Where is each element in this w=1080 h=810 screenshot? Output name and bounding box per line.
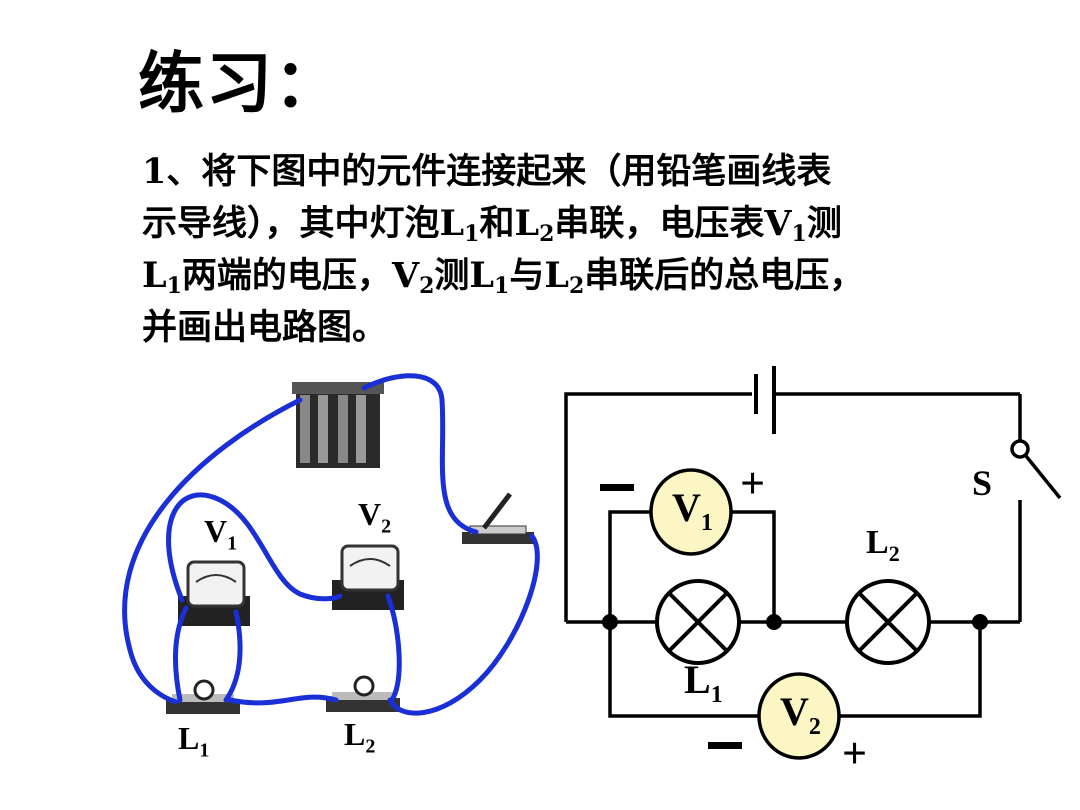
l-label: L (469, 255, 495, 296)
text3a: 两端的电压， (181, 255, 392, 296)
problem-number: 1 (142, 151, 167, 192)
switch-lever (1024, 454, 1062, 500)
l-label: L (439, 203, 465, 244)
sub: 1 (227, 532, 238, 555)
sep: 、 (166, 151, 202, 192)
bulb-l1-icon (166, 679, 240, 714)
wire-v1-pos (223, 609, 243, 703)
wire-v1-right (730, 510, 776, 622)
l-label: L (142, 255, 167, 296)
text2a: 示导线），其中灯泡 (142, 203, 440, 244)
text2b: 和 (479, 203, 515, 244)
v-label: V (764, 203, 792, 244)
sub: 1 (199, 739, 210, 762)
bulb-l2-icon (326, 675, 400, 712)
text3c: 与 (509, 255, 545, 296)
illus-label-l2: L2 (344, 716, 375, 758)
voltmeter-v2-circle (757, 672, 841, 760)
switch-icon (462, 492, 534, 544)
text2d: 测 (806, 203, 842, 244)
diagram-label-v2: V2 (780, 688, 821, 741)
voltmeter-v1-icon (178, 560, 250, 626)
diagram-label-v1: V1 (672, 484, 713, 537)
text3d: 串联后的总电压， (584, 255, 865, 296)
v2-minus-sign (708, 742, 742, 749)
wire-l1-l2 (227, 694, 339, 706)
illus-label-v1: V1 (204, 513, 237, 555)
wire-battery-pos (361, 373, 479, 535)
problem-line-2: 示导线），其中灯泡L1和L2串联，电压表V1测 (142, 198, 1022, 250)
l-label: L (684, 657, 711, 702)
wire-v2-neg (166, 492, 343, 603)
illus-label-l1: L1 (178, 720, 209, 762)
lamp-l2-icon (845, 579, 931, 665)
v-label: V (358, 496, 382, 532)
wire-v2-pos (385, 593, 402, 703)
junction-dot (602, 614, 618, 630)
problem-line-1: 1、将下图中的元件连接起来（用铅笔画线表 (142, 146, 1022, 198)
wire-v1-left (608, 510, 652, 622)
l-label: L (178, 720, 200, 756)
text1: 将下图中的元件连接起来（用铅笔画线表 (201, 151, 832, 192)
v1-minus-sign (600, 484, 634, 491)
wire-v1-neg (173, 605, 189, 703)
wire-v2-right (840, 622, 982, 718)
switch-label: S (972, 463, 993, 503)
v2-plus-sign: + (842, 729, 868, 778)
switch-pivot (1010, 439, 1030, 459)
voltmeter-v1-circle (649, 468, 733, 556)
problem-line-3: L1两端的电压，V2测L1与L2串联后的总电压， (142, 250, 1022, 302)
sub: 2 (539, 221, 555, 247)
sub: 2 (365, 735, 376, 758)
text2c: 串联，电压表 (554, 203, 765, 244)
wire-battery-neg (122, 397, 303, 705)
v-label: V (672, 485, 701, 530)
problem-line-4: 并画出电路图。 (142, 302, 1022, 354)
wire-top-left (564, 392, 752, 622)
sub: 2 (808, 714, 821, 740)
l-label: L (866, 524, 889, 561)
v-label: V (780, 689, 809, 734)
sub: 2 (381, 515, 392, 538)
battery-icon (292, 382, 384, 468)
sub: 2 (888, 540, 900, 566)
v-label: V (204, 513, 228, 549)
v1-plus-sign: + (740, 459, 766, 508)
l-label: L (344, 716, 366, 752)
diagram-label-l1: L1 (684, 656, 723, 709)
text3b: 测 (434, 255, 470, 296)
l-label: L (544, 255, 569, 296)
slide-title: 练习： (138, 44, 342, 122)
wires (122, 373, 540, 716)
text4: 并画出电路图。 (142, 307, 388, 348)
sub: 2 (568, 273, 585, 299)
illus-label-v2: V2 (358, 496, 391, 538)
lamp-l1-icon (655, 579, 741, 665)
diagram-label-l2: L2 (866, 524, 900, 567)
problem-text: 1、将下图中的元件连接起来（用铅笔画线表 示导线），其中灯泡L1和L2串联，电压… (142, 146, 1022, 354)
sub: 2 (419, 273, 435, 299)
junction-dot (766, 614, 782, 630)
junction-dot (972, 614, 988, 630)
sub: 1 (700, 510, 713, 536)
sub: 1 (791, 221, 807, 247)
wire-v2-left (608, 622, 758, 718)
sub: 1 (710, 682, 723, 708)
sub: 1 (166, 273, 182, 299)
sub: 1 (494, 273, 510, 299)
v-label: V (391, 255, 420, 296)
sub: 1 (464, 221, 480, 247)
wire-switch-l2 (387, 533, 540, 716)
l-label: L (514, 203, 540, 244)
